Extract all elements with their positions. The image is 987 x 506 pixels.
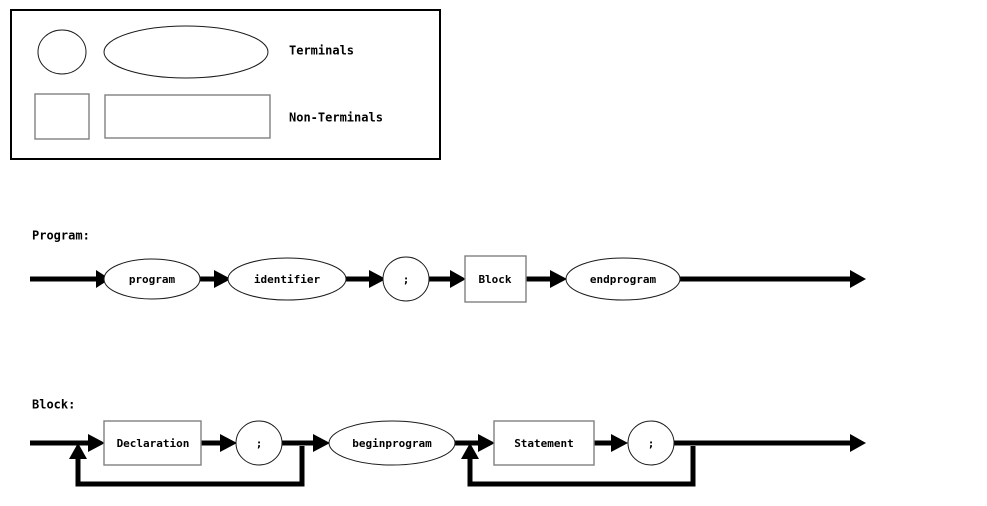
node-program-label: program	[129, 273, 176, 286]
node-semicolon-program[interactable]: ;	[382, 256, 430, 302]
block-loops	[69, 443, 696, 487]
node-block-ref-label: Block	[478, 273, 511, 286]
arrowhead-endprogram	[550, 270, 567, 288]
node-semicolon-statement-label: ;	[648, 437, 655, 450]
node-identifier[interactable]: identifier	[227, 257, 347, 301]
node-identifier-shape	[227, 257, 347, 301]
node-semicolon-program-shape	[382, 256, 430, 302]
program-diagram-title: Program:	[32, 229, 90, 243]
legend-terminal-ellipse	[103, 25, 269, 79]
node-semicolon-declaration[interactable]: ;	[235, 420, 283, 466]
node-block-ref[interactable]: Block	[464, 255, 527, 303]
node-semicolon-statement[interactable]: ;	[627, 420, 675, 466]
arrowhead-beginprogram	[313, 434, 330, 452]
legend-nonterminal-wide-rect	[104, 94, 271, 139]
node-semicolon-declaration-label: ;	[256, 437, 263, 450]
arrowhead-block	[450, 270, 466, 288]
node-statement[interactable]: Statement	[493, 420, 595, 466]
declaration-loop-arrowhead	[69, 443, 87, 459]
legend-border	[10, 9, 441, 160]
statement-loop-arrowhead	[461, 443, 479, 459]
arrowhead-statement	[478, 434, 495, 452]
arrowhead-program	[96, 270, 110, 288]
block-diagram-title: Block:	[32, 398, 75, 412]
legend-terminal-circle	[37, 29, 87, 75]
node-program[interactable]: program	[103, 258, 201, 300]
node-declaration[interactable]: Declaration	[103, 420, 202, 466]
node-block-ref-shape	[464, 255, 527, 303]
shape-legend: Terminals Non-Terminals	[10, 9, 441, 160]
node-semicolon-program-label: ;	[403, 273, 410, 286]
legend-terminals-label: Terminals	[289, 44, 354, 58]
node-identifier-label: identifier	[254, 273, 321, 286]
program-connectors	[30, 270, 866, 288]
legend-nonterminals-label: Non-Terminals	[289, 111, 383, 125]
node-beginprogram[interactable]: beginprogram	[328, 420, 456, 466]
node-program-shape	[103, 258, 201, 300]
block-diagram: Block:	[30, 398, 866, 487]
node-beginprogram-shape	[328, 420, 456, 466]
declaration-loop-path	[75, 446, 305, 487]
node-endprogram[interactable]: endprogram	[565, 257, 681, 301]
arrowhead-identifier	[214, 270, 231, 288]
node-semicolon-statement-shape	[627, 420, 675, 466]
arrowhead-declaration	[88, 434, 105, 452]
arrowhead-block-end	[850, 434, 866, 452]
arrowhead-program-end	[850, 270, 866, 288]
node-semicolon-declaration-shape	[235, 420, 283, 466]
node-endprogram-shape	[565, 257, 681, 301]
statement-loop-path	[467, 446, 696, 487]
legend-nonterminal-small-rect	[34, 93, 90, 140]
node-declaration-label: Declaration	[117, 437, 190, 450]
node-declaration-shape	[103, 420, 202, 466]
block-connectors	[30, 434, 866, 452]
arrowhead-semicolon	[369, 270, 386, 288]
node-endprogram-label: endprogram	[590, 273, 657, 286]
arrowhead-semicolon-decl	[220, 434, 237, 452]
arrowhead-semicolon-stmt	[611, 434, 628, 452]
node-statement-label: Statement	[514, 437, 574, 450]
program-diagram: Program: program	[30, 229, 866, 303]
node-beginprogram-label: beginprogram	[352, 437, 432, 450]
node-statement-shape	[493, 420, 595, 466]
